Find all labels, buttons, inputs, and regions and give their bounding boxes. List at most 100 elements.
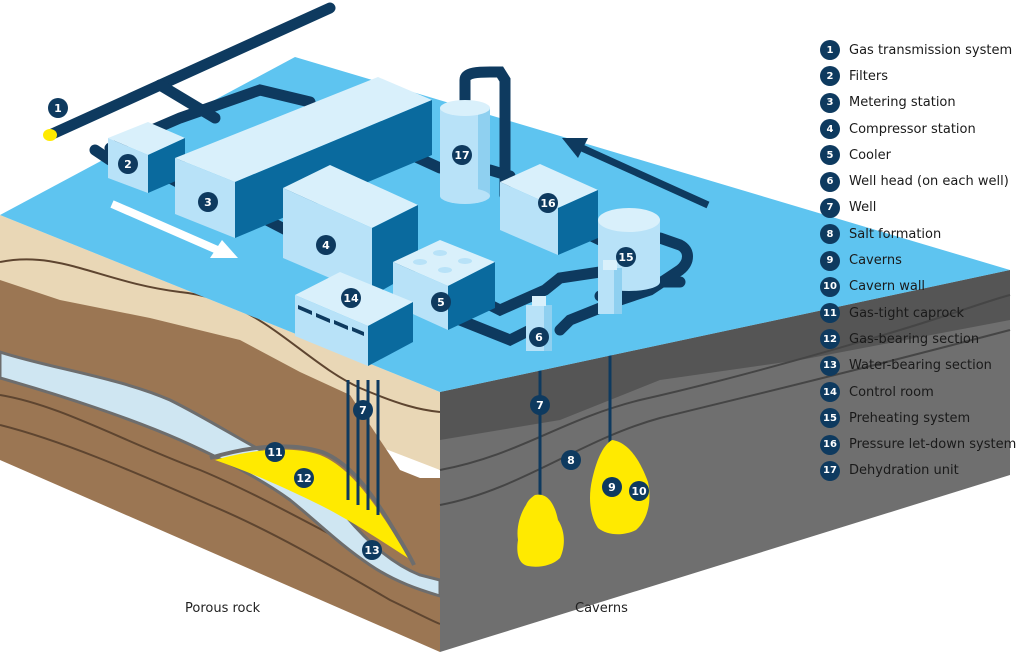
legend-label: Cavern wall — [849, 279, 926, 295]
legend-label: Metering station — [849, 95, 956, 111]
cooler-building — [393, 240, 495, 330]
legend-label: Gas transmission system — [849, 42, 1013, 58]
label-caverns: Caverns — [575, 601, 628, 616]
legend-number-badge: 3 — [820, 92, 840, 113]
marker-11: 11 — [265, 442, 285, 462]
svg-text:7: 7 — [536, 399, 544, 412]
legend-item: 16 Pressure let-down system — [820, 431, 1020, 457]
brown-layer — [0, 280, 440, 652]
legend-number-badge: 2 — [820, 66, 840, 87]
legend-number-badge: 17 — [820, 460, 840, 481]
well-head-right — [598, 260, 622, 314]
legend-label: Pressure let-down system — [849, 437, 1017, 453]
legend-item: 11 Gas-tight caprock — [820, 300, 1020, 326]
legend-label: Water-bearing section — [849, 358, 992, 374]
svg-text:3: 3 — [204, 196, 212, 209]
legend-label: Cooler — [849, 147, 891, 163]
legend-label: Control room — [849, 384, 934, 400]
pressure-letdown-building — [500, 164, 598, 255]
strata-line — [0, 258, 441, 413]
svg-text:4: 4 — [322, 239, 330, 252]
svg-text:8: 8 — [567, 454, 575, 467]
svg-text:12: 12 — [296, 472, 311, 485]
legend-label: Compressor station — [849, 121, 976, 137]
legend-label: Well — [849, 200, 877, 216]
svg-text:16: 16 — [540, 197, 556, 210]
marker-16: 16 — [538, 193, 558, 213]
legend-item: 6 Well head (on each well) — [820, 168, 1020, 194]
svg-text:6: 6 — [535, 331, 543, 344]
legend-number-badge: 1 — [820, 40, 840, 61]
marker-12: 12 — [294, 468, 314, 488]
legend-item: 9 Caverns — [820, 247, 1020, 273]
svg-text:9: 9 — [608, 481, 616, 494]
legend-item: 1 Gas transmission system — [820, 37, 1020, 63]
marker-8: 8 — [561, 450, 581, 470]
legend-item: 8 Salt formation — [820, 221, 1020, 247]
marker-3: 3 — [198, 192, 218, 212]
legend-number-badge: 11 — [820, 303, 840, 324]
legend-number-badge: 15 — [820, 408, 840, 429]
legend-number-badge: 10 — [820, 276, 840, 297]
label-porous-rock: Porous rock — [185, 601, 261, 616]
legend-label: Gas-tight caprock — [849, 305, 964, 321]
legend-label: Well head (on each well) — [849, 174, 1009, 190]
legend-number-badge: 7 — [820, 197, 840, 218]
number-markers: 1 2 3 4 5 6 7 7 8 9 10 11 12 13 14 15 16… — [48, 98, 649, 560]
porous-rock-section — [0, 215, 442, 652]
marker-7a: 7 — [353, 400, 373, 420]
legend-item: 7 Well — [820, 195, 1020, 221]
svg-text:14: 14 — [343, 292, 359, 305]
legend-number-badge: 4 — [820, 119, 840, 140]
marker-1: 1 — [48, 98, 68, 118]
legend-item: 14 Control room — [820, 379, 1020, 405]
legend-number-badge: 6 — [820, 171, 840, 192]
legend-number-badge: 9 — [820, 250, 840, 271]
flow-arrow-in — [110, 200, 238, 258]
marker-2: 2 — [118, 154, 138, 174]
svg-text:5: 5 — [437, 296, 445, 309]
legend-number-badge: 16 — [820, 434, 840, 455]
svg-text:1: 1 — [54, 102, 62, 115]
salt-line — [439, 329, 1011, 506]
legend-label: Salt formation — [849, 226, 942, 242]
cavern-left — [517, 494, 564, 567]
legend-label: Gas-bearing section — [849, 331, 980, 347]
svg-text:15: 15 — [618, 251, 633, 264]
marker-4: 4 — [316, 235, 336, 255]
legend-label: Filters — [849, 68, 888, 84]
svg-text:2: 2 — [124, 158, 132, 171]
strata-line — [0, 424, 441, 625]
legend-item: 4 Compressor station — [820, 116, 1020, 142]
marker-14: 14 — [341, 288, 361, 308]
legend-label: Dehydration unit — [849, 463, 959, 479]
legend-item: 10 Cavern wall — [820, 274, 1020, 300]
legend-item: 13 Water-bearing section — [820, 353, 1020, 379]
svg-text:11: 11 — [267, 446, 282, 459]
svg-text:10: 10 — [631, 485, 647, 498]
svg-text:17: 17 — [454, 149, 469, 162]
legend-number-badge: 14 — [820, 382, 840, 402]
legend-label: Caverns — [849, 253, 902, 269]
legend-item: 3 Metering station — [820, 90, 1020, 116]
flow-arrow-out — [562, 138, 710, 209]
legend-number-badge: 13 — [820, 355, 840, 376]
marker-15: 15 — [616, 247, 636, 267]
svg-text:7: 7 — [359, 404, 367, 417]
legend-item: 2 Filters — [820, 63, 1020, 89]
legend-item: 12 Gas-bearing section — [820, 326, 1020, 352]
marker-5: 5 — [431, 292, 451, 312]
marker-17: 17 — [452, 145, 472, 165]
marker-13: 13 — [362, 540, 382, 560]
salt-upper — [440, 270, 1010, 440]
marker-7b: 7 — [530, 395, 550, 415]
legend-number-badge: 8 — [820, 224, 840, 245]
marker-9: 9 — [602, 477, 622, 497]
legend-number-badge: 12 — [820, 329, 840, 350]
legend-item: 17 Dehydration unit — [820, 458, 1020, 484]
dehydration-unit — [440, 100, 490, 204]
gas-bearing-section — [215, 449, 408, 558]
svg-text:13: 13 — [364, 544, 379, 557]
